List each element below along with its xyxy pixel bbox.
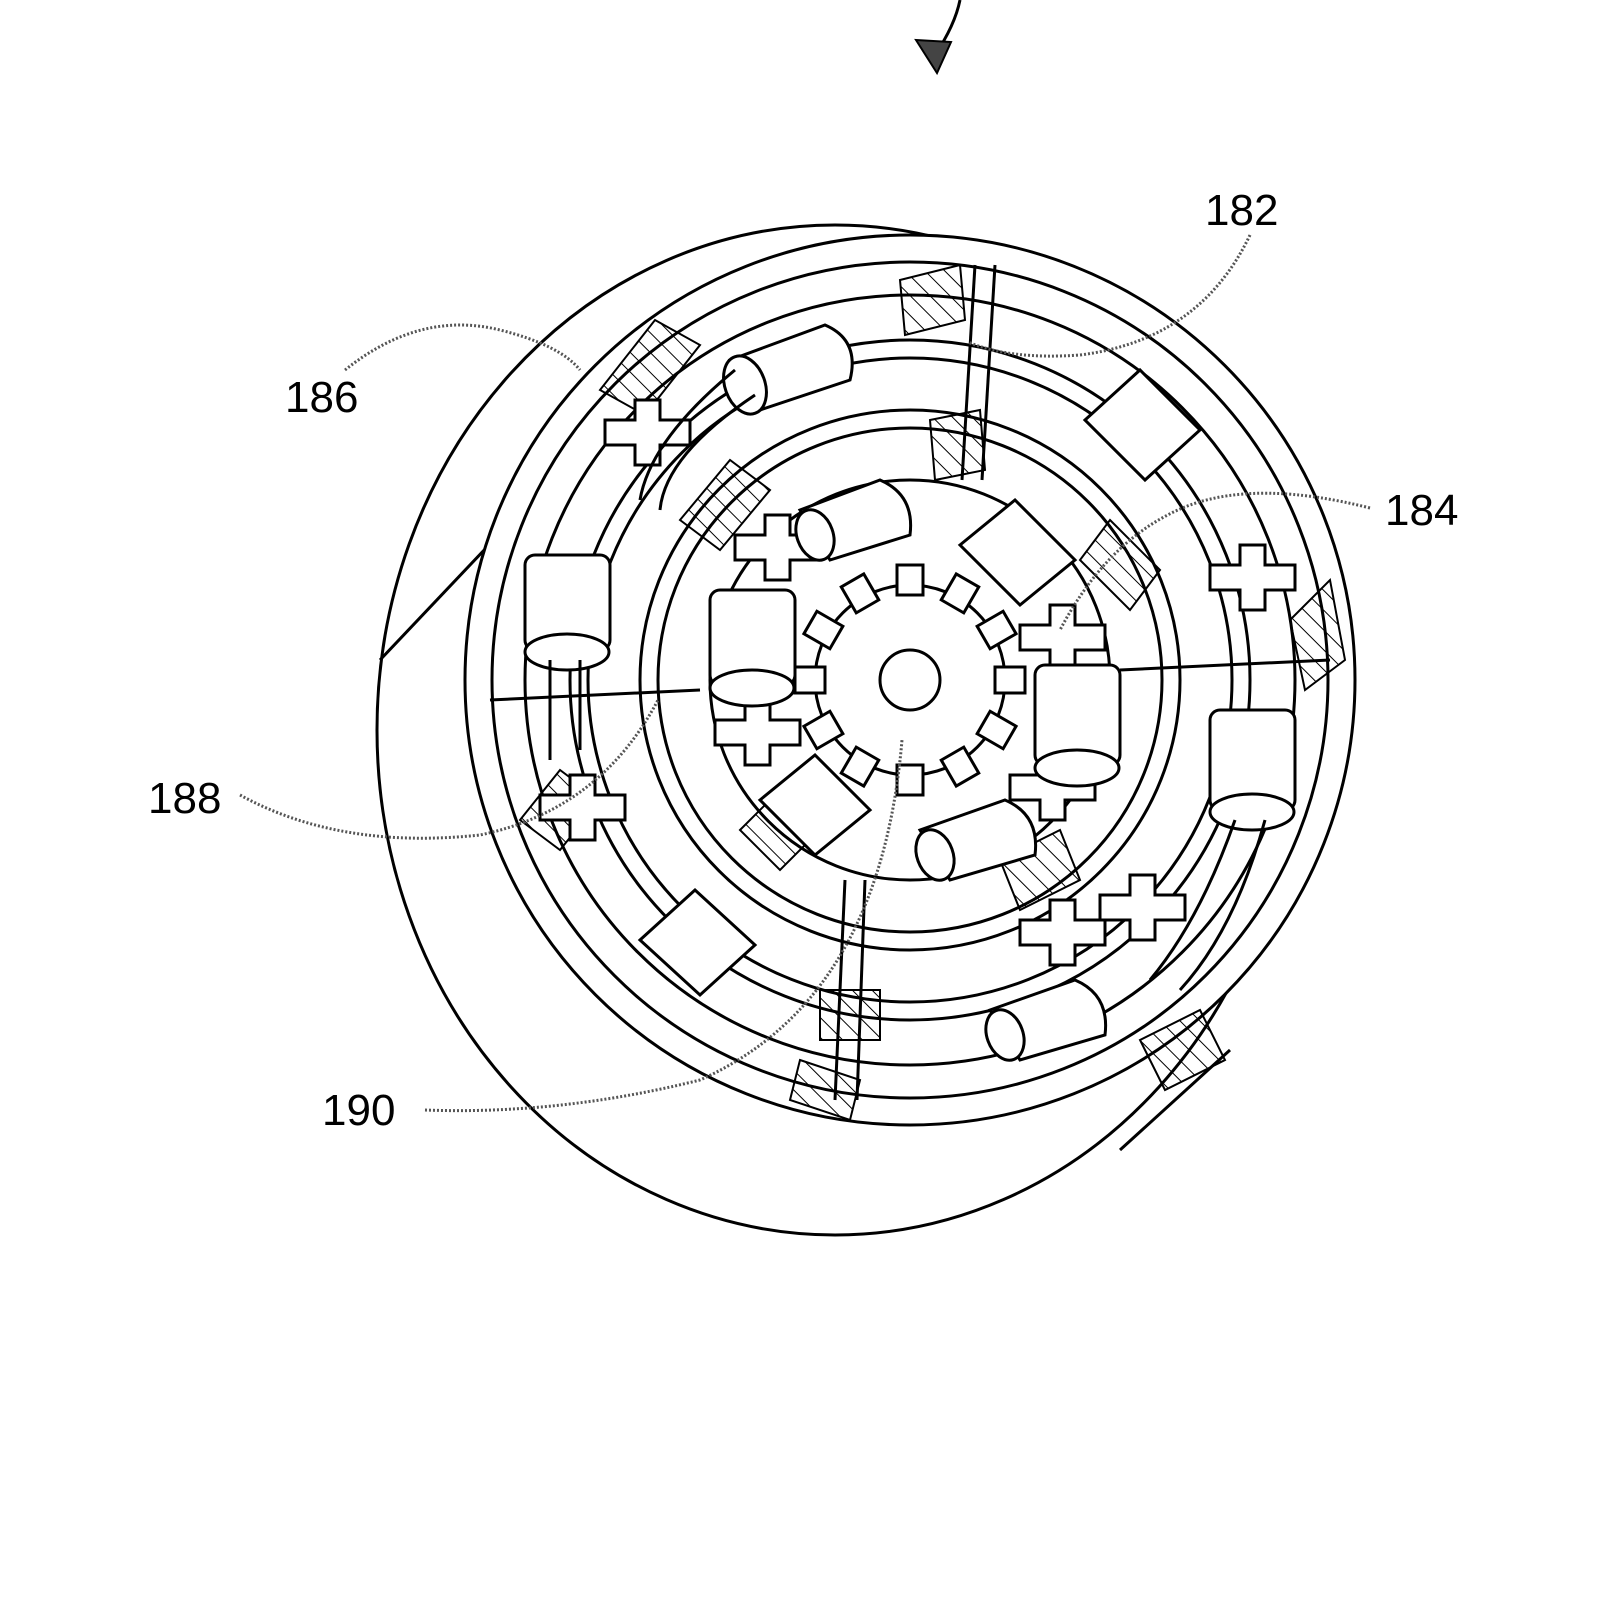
cross-clips — [538, 398, 1297, 967]
roller-2 — [523, 553, 612, 760]
roller-7 — [914, 798, 1038, 882]
label-184: 184 — [1385, 486, 1458, 535]
label-182: 182 — [1205, 186, 1278, 235]
ring-third — [638, 408, 1182, 952]
roller-4 — [708, 588, 797, 708]
leader-184 — [1058, 491, 1371, 631]
leader-182 — [967, 234, 1252, 358]
leader-188 — [239, 699, 660, 840]
roller-8 — [984, 978, 1108, 1062]
ring-second-inner-edge — [586, 356, 1234, 1004]
leader-lines — [239, 234, 1371, 1113]
label-190: 190 — [322, 1086, 395, 1135]
gear-hub — [878, 648, 942, 712]
roller-5 — [1033, 663, 1122, 788]
roller-1 — [638, 323, 854, 511]
label-188: 188 — [148, 774, 221, 823]
ring-outer — [490, 260, 1330, 1100]
ring-outer-inner-edge — [523, 293, 1297, 1067]
leader-186 — [344, 323, 582, 372]
blocks — [637, 367, 1203, 998]
label-186: 186 — [285, 373, 358, 422]
radial-ribs — [489, 264, 1331, 1101]
roller-3 — [794, 478, 913, 562]
ring-second — [568, 338, 1252, 1022]
ring-third-inner-edge — [656, 426, 1164, 934]
rollers — [523, 323, 1297, 1062]
figure-arrow-icon — [914, 0, 962, 76]
leader-190 — [424, 739, 904, 1113]
roller-6 — [1148, 708, 1297, 992]
